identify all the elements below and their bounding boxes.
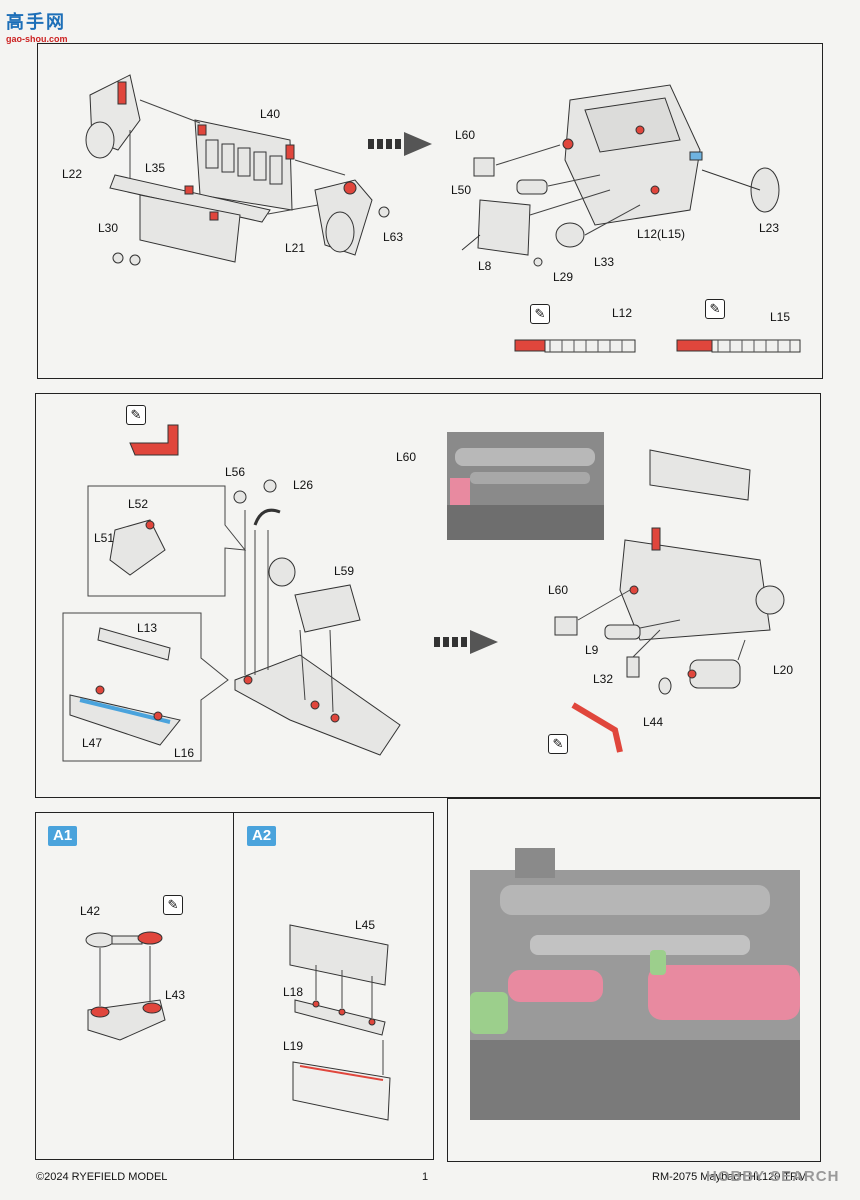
part-l35-drawing — [109, 174, 271, 266]
label-l32: L32 — [593, 672, 614, 686]
label-l50: L50 — [451, 183, 472, 197]
part-l56-drawing — [129, 424, 179, 456]
label-l9: L9 — [585, 643, 599, 657]
logo-chars: 高手网 — [6, 12, 66, 32]
part-l21-drawing — [314, 179, 390, 256]
label-l44: L44 — [643, 715, 664, 729]
part-l40-drawing — [194, 119, 295, 211]
small-parts-1 — [461, 157, 585, 267]
assembled-engine-1 — [562, 84, 780, 226]
explode-lines-4 — [577, 589, 746, 661]
assembled-engine-2 — [554, 449, 785, 753]
paint-pencil-icon: ✎ — [126, 405, 146, 425]
part-l51-drawing — [109, 519, 166, 576]
label-l47: L47 — [82, 736, 103, 750]
step-badge-a2: A2 — [247, 826, 277, 846]
watermark: HOBBY SEARCH — [706, 1168, 840, 1185]
label-l13: L13 — [137, 621, 158, 635]
footer-page-number: 1 — [422, 1171, 429, 1183]
assembly-left-2 — [234, 557, 401, 756]
step-panel-1 — [37, 43, 823, 379]
reference-photo-2 — [447, 432, 604, 540]
detail-callout-box — [87, 485, 247, 597]
label-l22: L22 — [62, 167, 83, 181]
paint-pencil-icon: ✎ — [163, 895, 183, 915]
detail-callout-box-2 — [62, 612, 229, 762]
step-panel-a2 — [233, 812, 434, 1160]
logo-url: gao-shou.com — [6, 34, 68, 44]
label-l21: L21 — [285, 241, 306, 255]
label-l60-assembly: L60 — [548, 583, 569, 597]
step-panel-2 — [35, 393, 821, 798]
label-l43: L43 — [165, 988, 186, 1002]
label-l19: L19 — [283, 1039, 304, 1053]
paint-pencil-icon: ✎ — [705, 299, 725, 319]
explode-lines-1 — [129, 99, 346, 215]
label-l20: L20 — [773, 663, 794, 677]
part-l43-drawing — [87, 999, 166, 1041]
assembly-arrow-1 — [368, 132, 432, 156]
label-l52: L52 — [128, 497, 149, 511]
label-l45: L45 — [355, 918, 376, 932]
part-l12-drawing — [514, 339, 636, 353]
explode-lines-a1 — [99, 946, 151, 1006]
part-l13-drawing — [97, 627, 171, 661]
part-l45-drawing — [289, 924, 389, 986]
label-l29: L29 — [553, 270, 574, 284]
label-l12: L12 — [612, 306, 633, 320]
footer-model-code: RM-2075 Maybach HL120 TRM — [652, 1171, 808, 1183]
label-l18: L18 — [283, 985, 304, 999]
label-l40: L40 — [260, 107, 281, 121]
reference-render-panel — [447, 798, 821, 1162]
part-l18-drawing — [294, 999, 386, 1036]
label-l42: L42 — [80, 904, 101, 918]
site-logo: 高手网 gao-shou.com — [6, 8, 68, 44]
label-l60-top: L60 — [455, 128, 476, 142]
part-l42-drawing — [85, 931, 163, 948]
part-l22-drawing — [85, 74, 141, 159]
step-badge-a1: A1 — [48, 826, 78, 846]
label-l23: L23 — [759, 221, 780, 235]
label-l51: L51 — [94, 531, 115, 545]
label-l12-l15: L12(L15) — [637, 227, 686, 241]
assembly-arrow-2 — [434, 630, 498, 654]
label-l59: L59 — [334, 564, 355, 578]
label-l35: L35 — [145, 161, 166, 175]
paint-pencil-icon: ✎ — [530, 304, 550, 324]
label-l15: L15 — [770, 310, 791, 324]
label-l16: L16 — [174, 746, 195, 760]
paint-pencil-icon: ✎ — [548, 734, 568, 754]
part-l19-drawing — [292, 1061, 391, 1121]
label-l56: L56 — [225, 465, 246, 479]
explode-lines-3 — [244, 510, 334, 713]
engine-render — [470, 848, 800, 1120]
part-l47-drawing — [69, 685, 181, 746]
label-l30: L30 — [98, 221, 119, 235]
label-l63: L63 — [383, 230, 404, 244]
explode-lines-2 — [495, 144, 641, 236]
label-l33: L33 — [594, 255, 615, 269]
label-l26: L26 — [293, 478, 314, 492]
part-l26-drawing — [233, 479, 281, 526]
explode-lines-a2 — [315, 965, 384, 1075]
footer-copyright: ©2024 RYEFIELD MODEL — [36, 1171, 168, 1183]
part-l15-drawing — [676, 339, 801, 353]
label-l60-photo: L60 — [396, 450, 417, 464]
label-l8: L8 — [478, 259, 492, 273]
